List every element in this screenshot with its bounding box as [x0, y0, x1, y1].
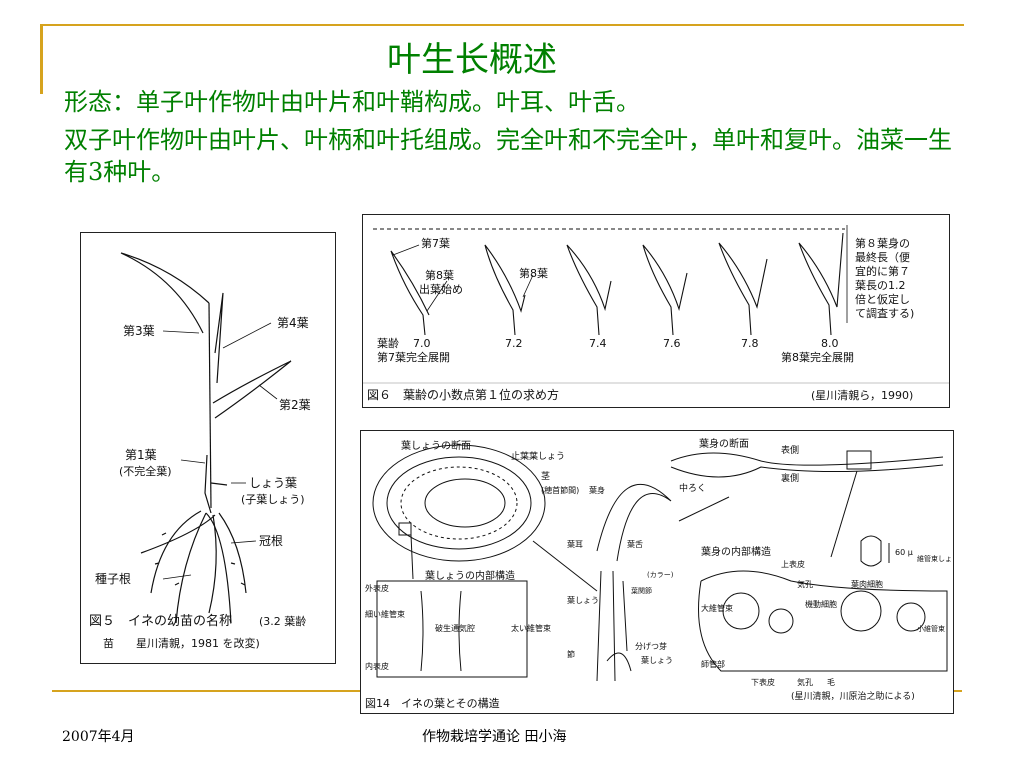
figure-rice-seedling: 第3葉 第4葉 第2葉 第1葉 (不完全葉) しょう葉 (子葉しょう) 冠根 種…: [80, 232, 336, 664]
note-line-1: 第８葉身の: [855, 236, 910, 250]
label-coleoptile: しょう葉: [249, 476, 297, 490]
label-lower-epidermis: 下表皮: [751, 677, 775, 687]
note-line-5: 倍と仮定し: [855, 292, 910, 306]
label-coleoptile-alt: (子葉しょう): [241, 492, 305, 506]
label-bundle-sheath: 維管束しょう: [917, 554, 953, 563]
label-upper-side: 表側: [781, 444, 799, 456]
slide-title: 叶生长概述: [387, 40, 557, 80]
note-line-3: 宜的に第７: [855, 264, 910, 278]
top-rule: [40, 24, 964, 26]
label-collar: (カラー): [647, 571, 674, 579]
note-line-6: て調査する): [855, 306, 914, 320]
label-leaf4: 第4葉: [277, 316, 309, 330]
figure-leaf-structure: 葉しょうの断面 止葉葉しょう 茎 (穂首節間) 葉しょうの内部構造 外表皮 細い…: [360, 430, 954, 714]
label-joint: 葉関節: [631, 586, 652, 595]
fig6-source: (星川清親ら，1990): [811, 389, 913, 402]
footer-date: 2007年4月: [62, 729, 135, 745]
label-leaf2: 第2葉: [279, 398, 311, 412]
age-7.4: 7.4: [589, 337, 607, 350]
label-leaf7: 第7葉: [421, 236, 450, 250]
label-leaf8: 第8葉: [425, 268, 454, 282]
label-auricle: 葉耳: [567, 539, 583, 549]
label-seed-root: 種子根: [95, 572, 131, 586]
label-leaf8-b: 第8葉: [519, 266, 548, 280]
seedling-drawing: 第3葉 第4葉 第2葉 第1葉 (不完全葉) しょう葉 (子葉しょう) 冠根 種…: [89, 252, 311, 650]
label-lower-side: 裏側: [781, 472, 799, 484]
label-leaf8-full: 第8葉完全展開: [781, 350, 854, 364]
label-inner-epidermis: 内表皮: [365, 661, 389, 671]
label-leaf1-incomplete: (不完全葉): [119, 464, 172, 478]
label-small-bundle: 細い維管束: [365, 609, 405, 619]
label-mesophyll: 葉肉細胞: [851, 579, 883, 589]
label-node: 節: [567, 649, 575, 659]
label-leaf8-start: 出葉始め: [419, 282, 463, 296]
label-sheath-inner: 葉しょうの内部構造: [425, 569, 515, 582]
label-air-space: 破生通気腔: [435, 623, 475, 633]
label-sheath: 葉しょう: [567, 595, 599, 605]
note-line-4: 葉長の1.2: [855, 278, 906, 292]
label-stomata: 気孔: [797, 579, 813, 589]
label-leaf-age: 葉齢: [377, 336, 399, 350]
label-outer-epidermis: 外表皮: [365, 583, 389, 593]
fig5-caption-c: 苗 星川清親，1981 を改変): [103, 636, 260, 650]
label-tiller-bud: 分げつ芽: [635, 641, 667, 651]
footer-course: 作物栽培学通论 田小海: [422, 729, 567, 745]
label-neck-internode: (穂首節間): [541, 485, 579, 495]
label-midrib: 中ろく: [679, 482, 706, 494]
fig14-caption: 図14 イネの葉とその構造: [365, 696, 500, 710]
label-crown-root: 冠根: [259, 534, 283, 548]
leaf-structure-drawing: 葉しょうの断面 止葉葉しょう 茎 (穂首節間) 葉しょうの内部構造 外表皮 細い…: [365, 437, 953, 710]
figure-leaf-age: 第7葉 第8葉 出葉始め 第8葉 葉齢 7.0 7.2 7.4 7.6 7.8 …: [362, 214, 950, 408]
age-7.0: 7.0: [413, 337, 431, 350]
label-ligule: 葉舌: [627, 539, 643, 549]
label-hair: 毛: [827, 677, 835, 687]
age-7.2: 7.2: [505, 337, 523, 350]
label-blade: 葉身: [589, 485, 605, 495]
label-leaf7-full: 第7葉完全展開: [377, 350, 450, 364]
note-line-2: 最終長（便: [855, 250, 910, 264]
label-sheath-2: 葉しょう: [641, 655, 673, 665]
label-phloem: 師管部: [701, 659, 725, 669]
label-blade-inner: 葉身の内部構造: [701, 545, 771, 558]
label-stomata-2: 気孔: [797, 677, 813, 687]
fig5-caption: 図５ イネの幼苗の名称: [89, 613, 232, 629]
age-7.6: 7.6: [663, 337, 681, 350]
label-sheath-section: 葉しょうの断面: [401, 439, 471, 452]
age-7.8: 7.8: [741, 337, 759, 350]
label-large-bundle-2: 大維管束: [701, 603, 733, 613]
fig14-source: (星川清親，川原治之助による): [791, 690, 915, 702]
label-leaf1: 第1葉: [125, 448, 157, 462]
label-bulliform: 機動細胞: [805, 599, 837, 609]
leaf-age-drawing: 第7葉 第8葉 出葉始め 第8葉 葉齢 7.0 7.2 7.4 7.6 7.8 …: [363, 225, 949, 402]
paragraph-monocot: 形态：单子叶作物叶由叶片和叶鞘构成。叶耳、叶舌。: [64, 88, 640, 116]
label-upper-epidermis: 上表皮: [781, 559, 805, 569]
fig6-caption: 図６ 葉齢の小数点第１位の求め方: [367, 387, 559, 402]
label-small-bundle-2: 小維管束: [917, 624, 945, 633]
age-8.0: 8.0: [821, 337, 839, 350]
fig5-caption-b: (3.2 葉齢: [259, 614, 306, 628]
left-rule: [40, 24, 43, 94]
label-large-bundle: 太い維管束: [511, 623, 551, 633]
label-flag-sheath: 止葉葉しょう: [511, 450, 565, 462]
paragraph-dicot: 双子叶作物叶由叶片、叶柄和叶托组成。完全叶和不完全叶，单叶和复叶。油菜一生有3种…: [64, 126, 952, 186]
label-leaf3: 第3葉: [123, 324, 155, 338]
label-stem: 茎: [541, 470, 550, 482]
label-blade-section: 葉身の断面: [699, 437, 749, 450]
label-scale: 60 μ: [895, 548, 913, 557]
